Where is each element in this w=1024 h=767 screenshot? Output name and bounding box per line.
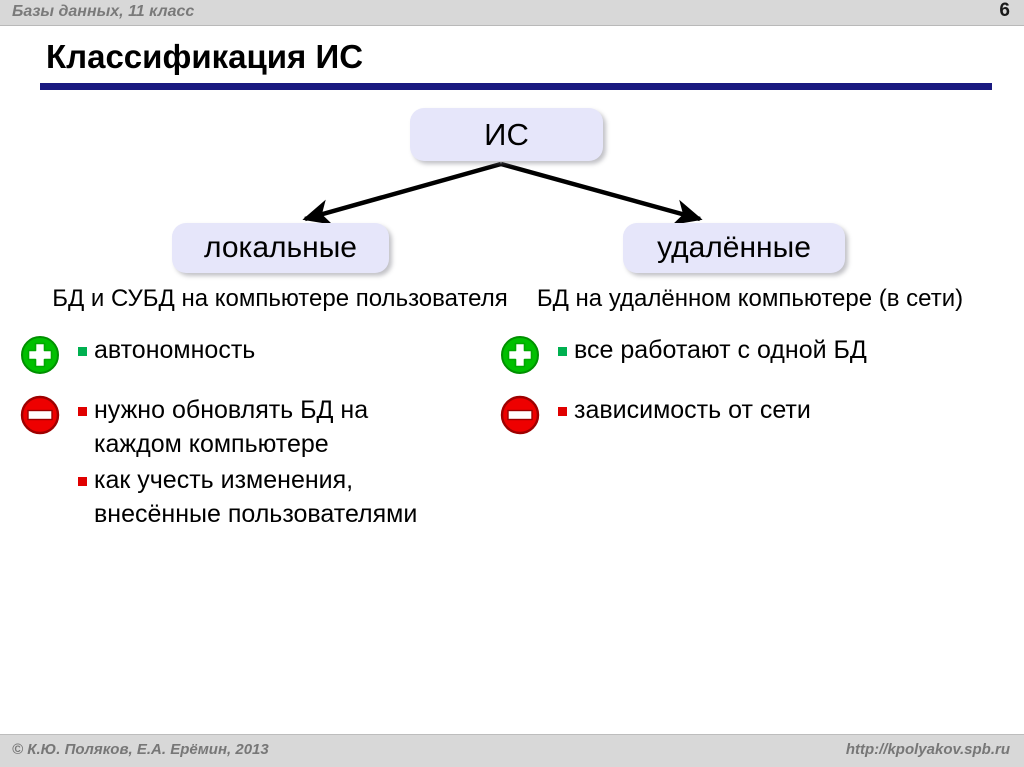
local-con-1-line-1: нужно обновлять БД на (94, 396, 369, 424)
column-remote: БД на удалённом компьютере (в сети) все … (500, 285, 1000, 435)
column-remote-description: БД на удалённом компьютере (в сети) (536, 285, 964, 312)
footer-copyright: © К.Ю. Поляков, Е.А. Ерёмин, 2013 (12, 741, 269, 758)
arrow-to-remote (500, 161, 703, 225)
node-local-label: локальные (204, 231, 357, 264)
minus-circle-icon (20, 395, 60, 435)
list-item: все работают с одной БД (558, 333, 1000, 367)
local-con-1: нужно обновлять БД на каждом компьютере (94, 393, 368, 461)
bullet-square-red-icon (558, 393, 574, 416)
bullet-square-green-icon (78, 333, 94, 356)
bullet-square-red-icon (78, 393, 94, 416)
list-item: автономность (78, 333, 500, 367)
list-item: как учесть изменения, внесённые пользова… (78, 463, 500, 531)
list-item: зависимость от сети (558, 393, 1000, 427)
remote-pros-block: все работают с одной БД (500, 333, 1000, 375)
remote-cons-icon-slot (500, 393, 558, 435)
list-item: нужно обновлять БД на каждом компьютере (78, 393, 500, 461)
local-cons-list: нужно обновлять БД на каждом компьютере … (78, 393, 500, 533)
column-local: БД и СУБД на компьютере пользователя авт… (20, 285, 508, 533)
node-local: локальные (172, 223, 389, 273)
page-title: Классификация ИС (46, 38, 364, 75)
column-local-description: БД и СУБД на компьютере пользователя (52, 285, 508, 312)
bullet-square-red-icon (78, 463, 94, 486)
remote-cons-list: зависимость от сети (558, 393, 1000, 429)
node-is: ИС (410, 108, 603, 161)
local-pros-block: автономность (20, 333, 500, 375)
local-pros-icon-slot (20, 333, 78, 375)
arrow-to-local (302, 161, 502, 225)
remote-pros-list: все работают с одной БД (558, 333, 1000, 369)
footer-url[interactable]: http://kpolyakov.spb.ru (845, 741, 1010, 758)
local-con-2: как учесть изменения, внесённые пользова… (94, 463, 417, 531)
title-underline-rule (40, 83, 992, 90)
plus-circle-icon (21, 336, 59, 374)
header-bar: Базы данных, 11 класс 6 (0, 0, 1024, 26)
plus-circle-icon (501, 336, 539, 374)
footer-bar: © К.Ю. Поляков, Е.А. Ерёмин, 2013 http:/… (0, 734, 1024, 767)
remote-pros-icon-slot (500, 333, 558, 375)
bullet-square-green-icon (558, 333, 574, 356)
local-con-1-line-2: каждом компьютере (94, 430, 329, 458)
local-cons-icon-slot (20, 393, 78, 435)
local-con-2-line-1: как учесть изменения, (94, 466, 354, 494)
remote-pro-1-text: все работают с одной БД (574, 336, 867, 364)
node-remote-label: удалённые (657, 231, 811, 264)
local-cons-block: нужно обновлять БД на каждом компьютере … (20, 393, 500, 533)
local-pro-1-text: автономность (94, 336, 256, 364)
local-pros-list: автономность (78, 333, 500, 369)
node-is-label: ИС (484, 116, 529, 152)
page-number: 6 (999, 0, 1010, 21)
minus-circle-icon (500, 395, 540, 435)
header-subject-title: Базы данных, 11 класс (12, 3, 195, 20)
local-con-2-line-2: внесённые пользователями (94, 500, 418, 528)
node-remote: удалённые (623, 223, 845, 273)
remote-con-1-text: зависимость от сети (574, 396, 811, 424)
remote-cons-block: зависимость от сети (500, 393, 1000, 435)
